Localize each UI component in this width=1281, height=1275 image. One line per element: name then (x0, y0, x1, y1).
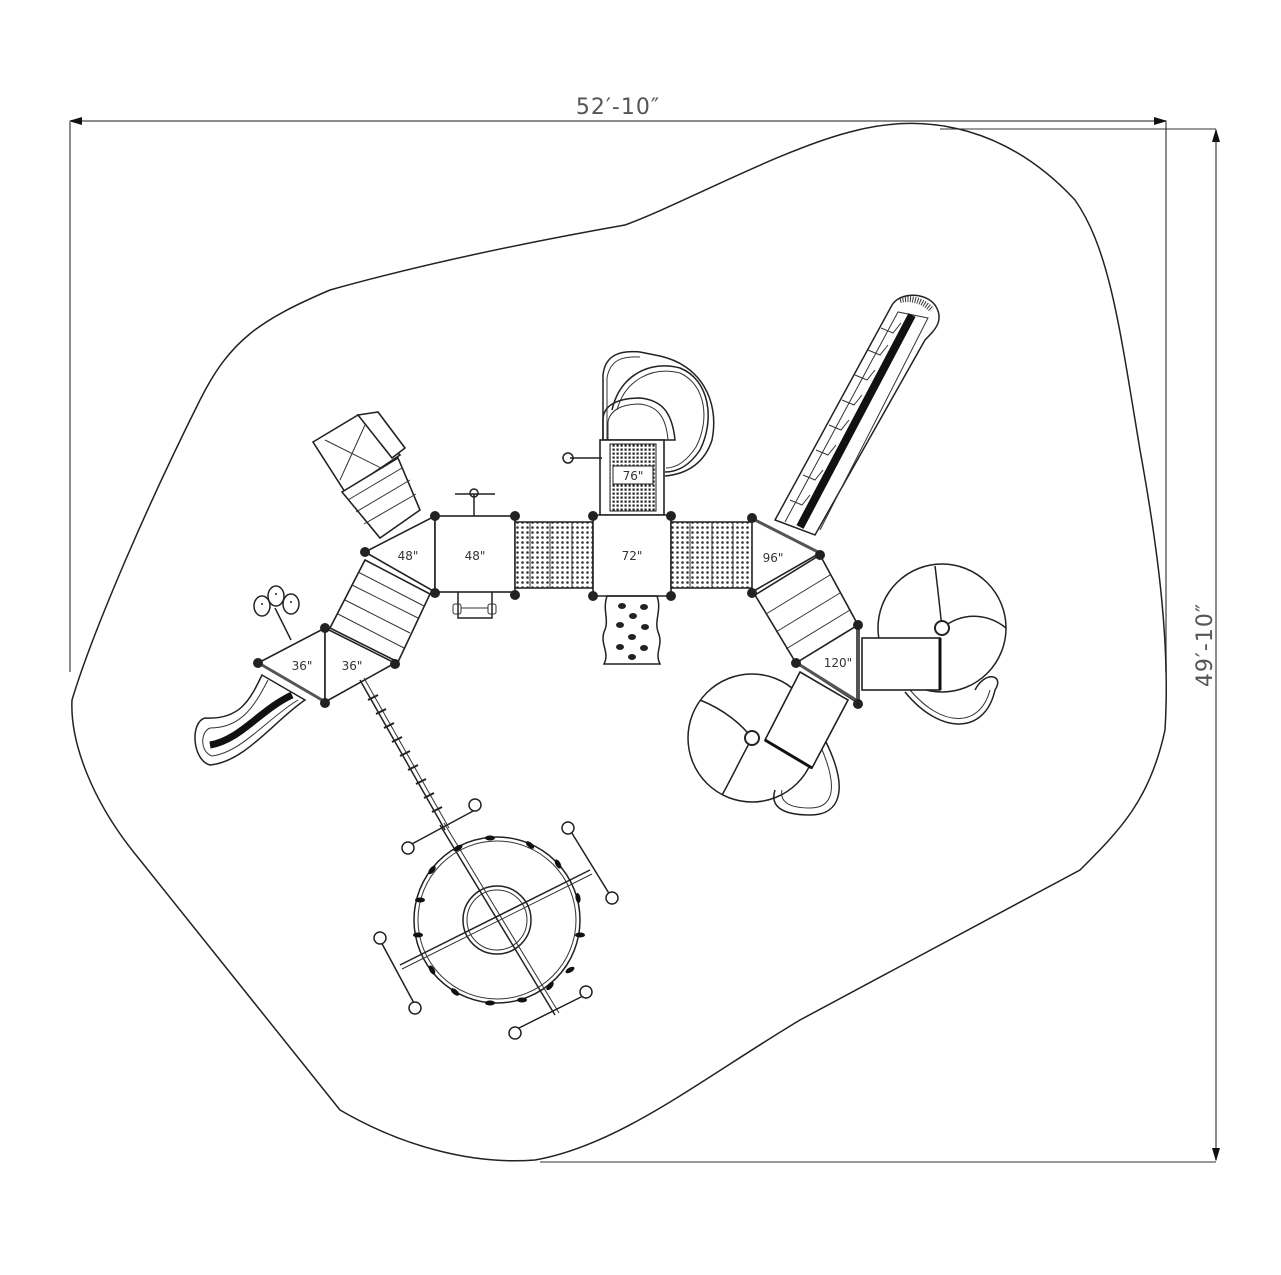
ring-climber (373, 798, 619, 1040)
rock-climber (602, 595, 662, 665)
ramp-left (328, 558, 432, 664)
deck-120-triangle: 120" (794, 623, 860, 705)
deck-36a-label: 36" (292, 659, 313, 673)
telescope-panel (562, 452, 602, 464)
width-dimension-label: 52′-10″ (576, 95, 660, 120)
height-dimension-label: 49′-10″ (1193, 603, 1218, 687)
steering-wheel-panel (455, 488, 495, 516)
wave-slide-left (194, 663, 323, 766)
bridge-right (670, 521, 754, 589)
tube-slide-upper (861, 563, 1007, 725)
deck-36-pair: 36" 36" (256, 626, 397, 704)
bench-panel (452, 592, 497, 619)
flower-panel (253, 585, 300, 641)
long-straight-slide (773, 294, 940, 536)
posts (253, 511, 863, 709)
deck-120-label: 120" (824, 656, 852, 670)
bridge-left (514, 521, 594, 589)
deck-48a-label: 48" (398, 549, 419, 563)
use-zone-boundary (71, 122, 1168, 1162)
deck-48-square: 48" (434, 515, 516, 593)
dimension-height: 49′-10″ (540, 128, 1221, 1163)
deck-96-triangle: 96" (751, 516, 822, 594)
chain-ladder (359, 677, 450, 831)
deck-76-label: 76" (623, 469, 644, 483)
deck-72-label: 72" (622, 549, 643, 563)
stepped-platform (311, 411, 421, 540)
deck-48b-label: 48" (465, 549, 486, 563)
dimension-width: 52′-10″ (68, 95, 1168, 672)
deck-96-label: 96" (763, 551, 784, 565)
deck-36b-label: 36" (342, 659, 363, 673)
deck-72: 72" (592, 514, 672, 597)
spiral-slide (602, 350, 715, 477)
tube-slide-lower (687, 670, 850, 816)
deck-76-column: 76" (599, 439, 665, 516)
